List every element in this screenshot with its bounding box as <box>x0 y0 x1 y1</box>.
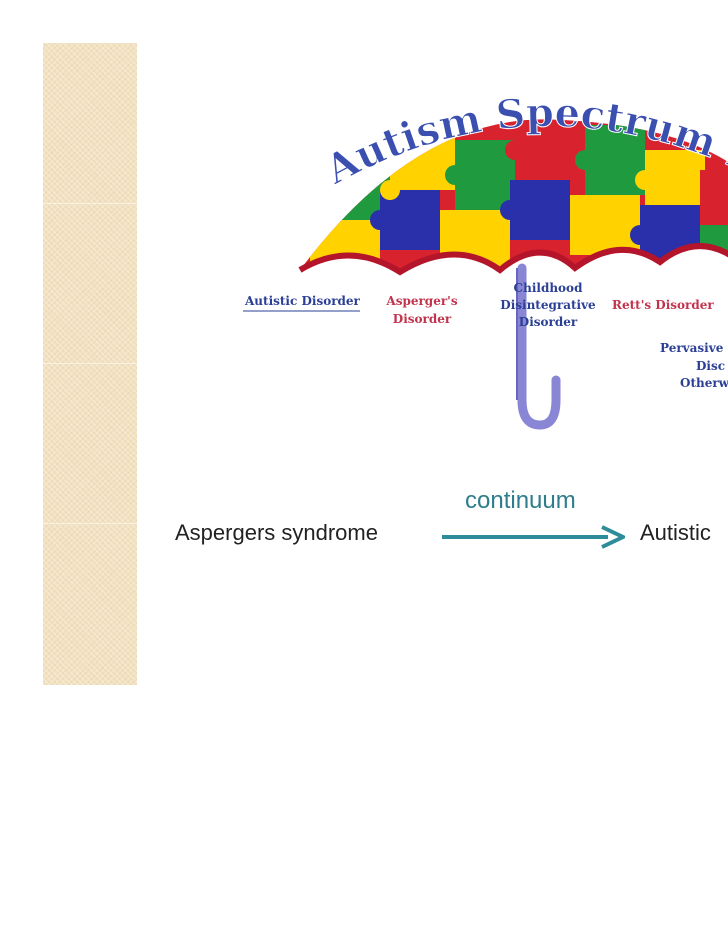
label-cdd-line2: Disintegrative <box>500 298 596 312</box>
continuum-arrow <box>442 525 625 549</box>
decorative-side-strip <box>43 43 137 685</box>
label-cdd-line3: Disorder <box>519 315 578 329</box>
label-cdd-line1: Childhood <box>514 281 584 295</box>
label-pdd-line2: Disc <box>696 359 725 373</box>
label-aspergers-line2: Disorder <box>393 312 452 326</box>
continuum-label: continuum <box>465 487 576 514</box>
label-pdd-line1: Pervasive <box>660 341 724 355</box>
label-pdd-line3: Otherw <box>680 376 728 390</box>
label-retts-disorder: Rett's Disorder <box>612 298 714 312</box>
arrow-head-icon <box>601 525 625 549</box>
label-aspergers-line1: Asperger's <box>385 294 457 308</box>
umbrella-canopy-edge <box>298 243 728 276</box>
autistic-label: Autistic <box>640 520 711 545</box>
strip-divider <box>43 523 137 524</box>
strip-divider <box>43 203 137 204</box>
aspergers-syndrome-label: Aspergers syndrome <box>175 520 378 545</box>
strip-divider <box>43 363 137 364</box>
umbrella-handle <box>517 263 561 430</box>
autism-spectrum-umbrella-image: Autism Spectrum Disorders Autistic Disor… <box>0 0 728 430</box>
label-autistic-disorder: Autistic Disorder <box>244 294 361 308</box>
